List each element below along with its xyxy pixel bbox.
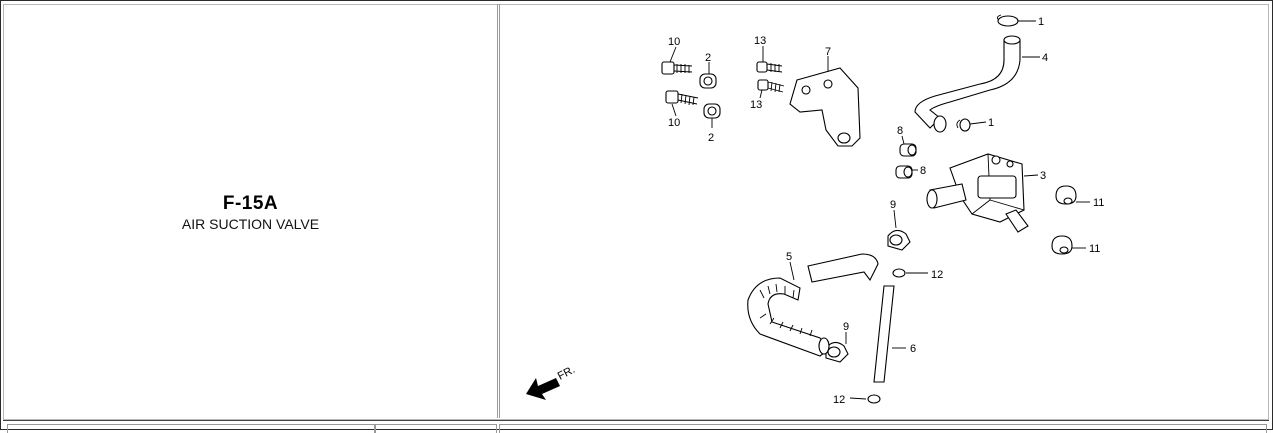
hose-part	[747, 253, 879, 357]
content-table	[3, 4, 1269, 420]
grommet-part	[699, 62, 721, 128]
callout-number[interactable]: 13	[750, 99, 762, 111]
table-cell	[499, 424, 1267, 433]
column-divider-inner	[499, 4, 500, 418]
callout-number[interactable]: 4	[1042, 52, 1048, 64]
table-cell	[375, 424, 497, 433]
bracket-part	[789, 56, 861, 147]
cap-part	[1051, 185, 1090, 255]
callout-number[interactable]: 10	[668, 36, 680, 48]
air-suction-valve-part	[926, 153, 1039, 233]
callout-number[interactable]: 5	[786, 251, 792, 263]
callout-number[interactable]: 12	[833, 394, 845, 406]
callout-number[interactable]: 10	[668, 117, 680, 129]
callout-number[interactable]: 13	[754, 35, 766, 47]
clip-part	[956, 14, 1036, 132]
hose-part	[914, 35, 1040, 133]
callout-number[interactable]: 3	[1040, 170, 1046, 182]
callout-number[interactable]: 6	[910, 343, 916, 355]
callout-number[interactable]: 1	[1038, 16, 1044, 28]
tube-part	[873, 285, 906, 383]
bolt-part	[756, 46, 785, 99]
hose-clip-part	[849, 268, 928, 404]
callout-number[interactable]: 7	[825, 46, 831, 58]
callout-number[interactable]: 8	[897, 125, 903, 137]
front-arrow-icon	[526, 378, 560, 400]
callout-number[interactable]: 9	[843, 321, 849, 333]
section-name: AIR SUCTION VALVE	[181, 216, 320, 232]
callout-number[interactable]: 12	[931, 269, 943, 281]
section-code: F-15A	[222, 193, 279, 214]
table-cell	[7, 424, 375, 433]
column-divider	[497, 4, 498, 418]
front-direction-label: FR.	[556, 364, 577, 383]
callout-number[interactable]: 9	[890, 199, 896, 211]
bushing-part	[895, 135, 918, 179]
parts-diagram[interactable]: FR. 1 1 2 2 3 4 5 6 7 8 8 9 9 10 10 11 1…	[500, 5, 1265, 418]
clamp-part	[825, 209, 911, 363]
callout-number[interactable]: 11	[1093, 197, 1104, 209]
callout-number[interactable]: 8	[920, 165, 926, 177]
callout-number[interactable]: 2	[705, 52, 711, 64]
section-title-block: F-15A AIR SUCTION VALVE	[4, 192, 497, 232]
callout-number[interactable]: 2	[708, 132, 714, 144]
next-table-row	[3, 420, 1269, 433]
callout-number[interactable]: 1	[988, 117, 994, 129]
bolt-part	[661, 46, 699, 117]
callout-number[interactable]: 11	[1089, 243, 1100, 255]
